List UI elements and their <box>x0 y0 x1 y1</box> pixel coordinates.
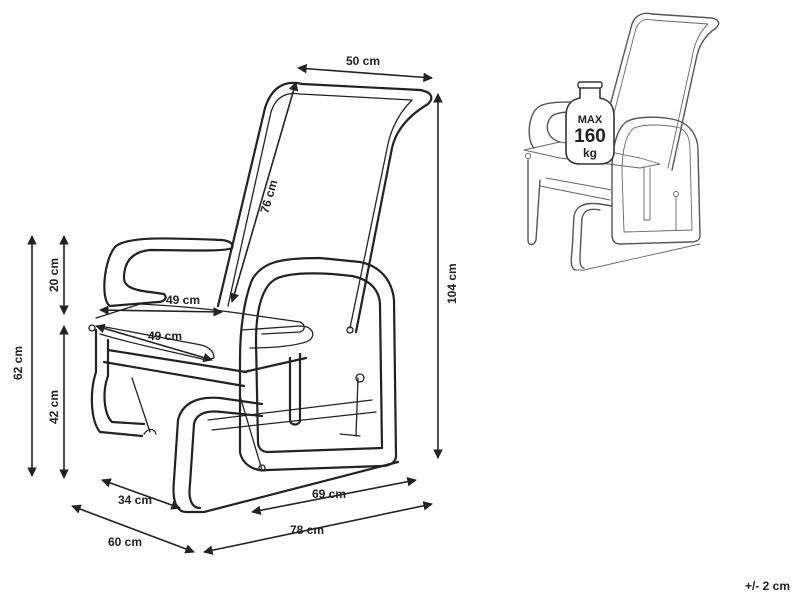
base-depth-label: 34 cm <box>118 493 152 507</box>
base-depth-line <box>101 478 181 510</box>
seat-width-line <box>99 305 223 317</box>
seat-depth-line <box>95 323 213 363</box>
backrest-width-label: 50 cm <box>346 54 380 68</box>
base-length-label: 69 cm <box>312 487 346 501</box>
max-load-value: 160 <box>574 126 606 147</box>
base-width-line <box>71 504 195 554</box>
weight-handle-icon <box>577 81 603 89</box>
backrest-length-line <box>229 81 299 303</box>
dimension-lines <box>27 63 443 555</box>
total-length-line <box>203 501 433 555</box>
max-load-unit: kg <box>583 146 597 160</box>
backrest-length-label: 76 cm <box>257 178 280 215</box>
weight-icon <box>565 85 615 165</box>
armrest-height-label: 62 cm <box>11 346 25 380</box>
max-load-badge: MAX 160 kg <box>565 81 615 165</box>
total-length-label: 78 cm <box>290 523 324 537</box>
max-label: MAX <box>578 114 603 126</box>
seat-depth-label: 49 cm <box>148 329 182 343</box>
glider-chair-drawing <box>88 81 433 514</box>
backrest-width-line <box>297 63 433 83</box>
dimension-labels: 50 cm 76 cm 104 cm 62 cm 20 cm 42 cm 49 … <box>11 54 459 549</box>
load-capacity-illustration <box>523 12 720 271</box>
total-height-label: 104 cm <box>445 263 459 304</box>
armrest-to-seat-label: 20 cm <box>47 258 61 292</box>
seat-height-label: 42 cm <box>47 390 61 424</box>
base-width-label: 60 cm <box>108 535 142 549</box>
tolerance-note: +/- 2 cm <box>745 579 790 593</box>
seat-width-label: 49 cm <box>166 293 200 307</box>
